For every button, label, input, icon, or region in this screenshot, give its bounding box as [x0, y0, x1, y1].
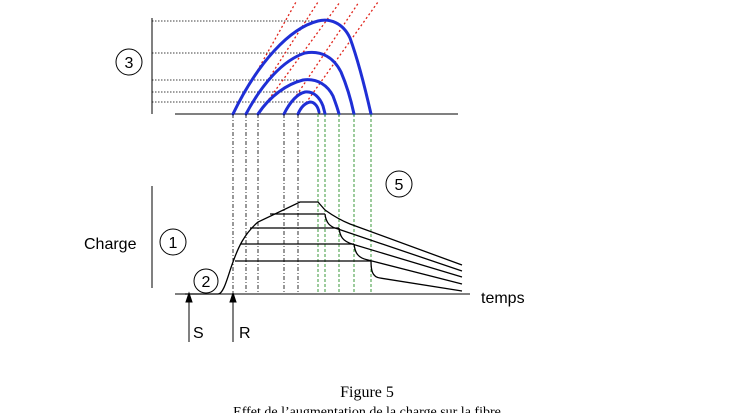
tangent-line	[257, 1, 341, 115]
top-panel: 3	[115, 1, 458, 116]
curve-1	[231, 18, 373, 116]
figure-caption: Figure 5	[340, 384, 394, 401]
marker-5-label: 5	[395, 177, 404, 194]
tangent-line	[297, 1, 379, 115]
tangent-line	[232, 1, 297, 115]
marker-3-label: 3	[125, 55, 134, 72]
relax-4	[324, 213, 463, 272]
arrow-r	[229, 291, 237, 342]
relax-5	[324, 209, 463, 266]
load-curves	[231, 18, 373, 116]
curve-2	[244, 50, 356, 116]
arrow-s	[185, 291, 193, 342]
marker-2-label: 2	[202, 274, 211, 291]
charge-curves	[185, 201, 463, 295]
tangent-lines	[232, 1, 379, 115]
charge-rise	[185, 201, 326, 295]
guide-lines	[232, 114, 372, 294]
figure-subtitle: Effet de l’augmentation de la charge sur…	[233, 405, 501, 413]
bottom-panel: 1 2 5 Charge temps S R	[84, 170, 525, 342]
marker-2: 2	[193, 268, 219, 294]
relax-2	[353, 243, 463, 285]
marker-1: 1	[159, 228, 187, 256]
curve-3	[256, 78, 341, 116]
relax-1	[370, 260, 463, 292]
r-label: R	[239, 325, 251, 342]
marker-1-label: 1	[169, 235, 178, 252]
marker-3: 3	[115, 48, 143, 76]
charge-label: Charge	[84, 236, 137, 253]
curve-4	[282, 90, 327, 116]
temps-label: temps	[481, 290, 525, 307]
marker-5: 5	[385, 170, 413, 198]
top-level-lines	[152, 20, 318, 103]
curve-5	[296, 100, 321, 116]
relax-3	[338, 227, 463, 278]
s-label: S	[193, 325, 204, 342]
